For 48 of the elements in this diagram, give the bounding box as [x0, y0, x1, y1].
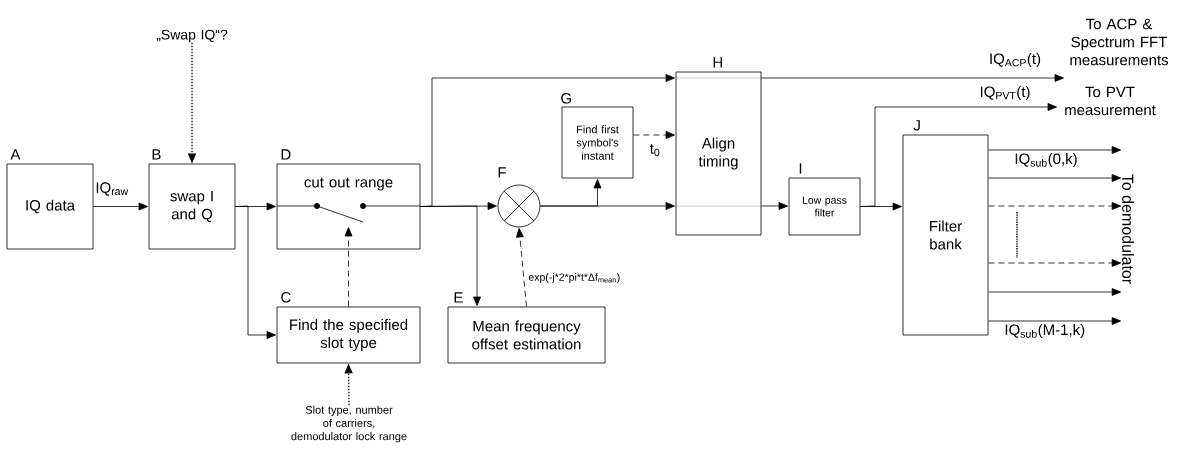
edge-label: exp(-j*2*pi*t*Δf$_{mean}$): [528, 273, 620, 283]
block-letter: H: [713, 57, 722, 68]
mixer-circle: [497, 184, 541, 228]
process-box: Filter bank: [902, 134, 989, 336]
output-text: To demodulator: [1122, 174, 1134, 284]
arrow: [420, 205, 481, 306]
edge-label: IQ$_{raw}$: [96, 182, 129, 196]
edge-label: t$_{0}$: [649, 143, 660, 157]
arrow: [761, 74, 1064, 82]
edge-label: IQ$_{ACP}$(t): [990, 53, 1041, 67]
arrow: [344, 227, 353, 307]
block-letter: C: [281, 292, 291, 303]
arrow: [988, 288, 1122, 296]
edge-label: IQ$_{sub}$(0,k): [1015, 153, 1077, 167]
block-letter: D: [281, 149, 291, 160]
process-box: Align timing: [675, 71, 762, 236]
output-text: To ACP & Spectrum FFT measurements: [1070, 18, 1169, 66]
process-box: Find first symbol's instant: [561, 106, 634, 179]
arrow: [988, 317, 1122, 325]
block-letter: B: [152, 149, 161, 160]
process-box: Low pass filter: [788, 177, 861, 236]
block-letter: E: [454, 292, 463, 303]
arrow: [860, 202, 902, 211]
arrow: [540, 202, 675, 210]
arrow: [93, 202, 148, 211]
output-text: To PVT measurement: [1065, 86, 1156, 116]
arrow: [516, 228, 527, 307]
block-letter: A: [10, 149, 21, 160]
arrow: [761, 202, 788, 210]
arrow: [988, 146, 1122, 154]
arrow: [988, 174, 1122, 182]
block-letter: G: [561, 93, 571, 104]
edge-label: IQ$_{PVT}$(t): [980, 86, 1030, 100]
arrow: [235, 205, 276, 339]
process-box: swap I and Q: [148, 163, 236, 250]
process-box: cut out range: [276, 163, 421, 250]
process-box: Find the specified slot type: [276, 306, 421, 364]
arrow: [633, 131, 675, 139]
input-text: Slot type, number of carriers, demodulator lock range: [291, 405, 407, 443]
block-letter: F: [498, 167, 506, 178]
process-box: Mean frequency offset estimation: [447, 306, 606, 364]
process-box: IQ data: [6, 163, 94, 250]
arrow: [988, 259, 1122, 267]
input-text: „Swap IQ“?: [156, 29, 228, 43]
arrow: [988, 202, 1122, 210]
block-letter: I: [799, 163, 802, 174]
edge-label: IQ$_{sub}$(M-1,k): [1005, 324, 1085, 338]
block-letter: J: [913, 120, 920, 131]
